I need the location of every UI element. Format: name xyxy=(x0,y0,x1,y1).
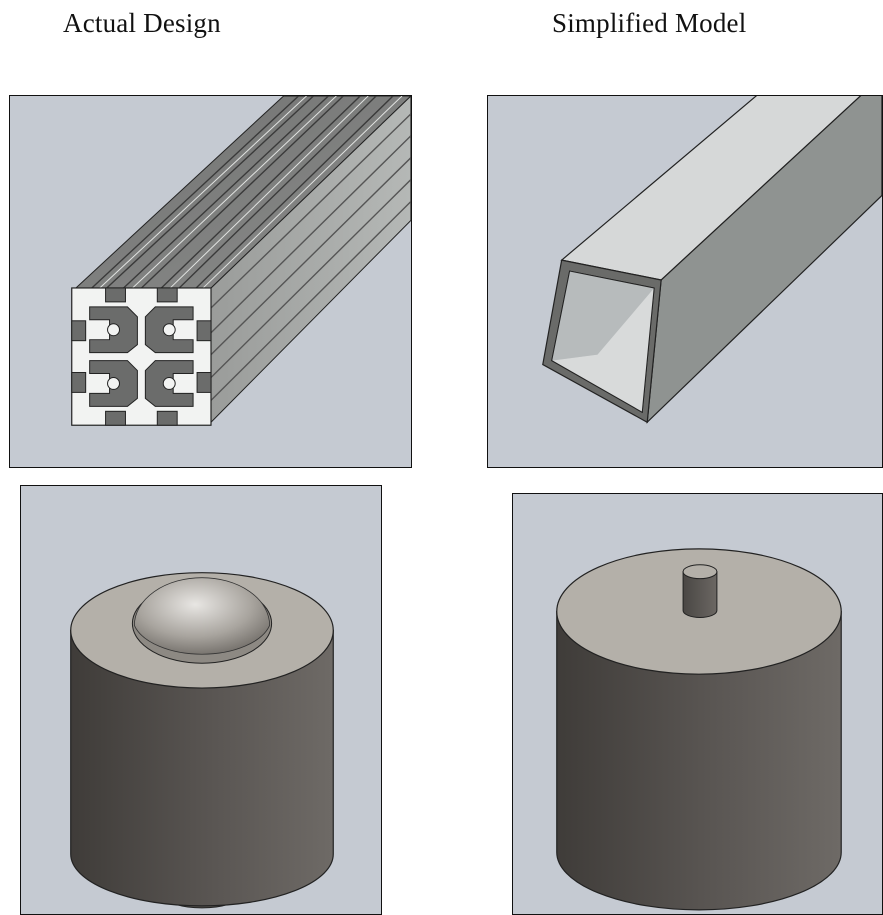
actual-ball-transfer-panel xyxy=(20,485,382,915)
t-slot-extrusion-icon xyxy=(71,96,411,426)
actual-extrusion-panel xyxy=(9,95,412,468)
simplified-ball-transfer-panel xyxy=(512,493,883,915)
ball-transfer-unit-icon xyxy=(70,572,334,909)
simplified-model-heading: Simplified Model xyxy=(552,8,747,38)
simplified-extrusion-panel xyxy=(487,95,883,468)
actual-design-heading: Actual Design xyxy=(63,8,221,38)
cylinder-with-pin-icon xyxy=(556,548,842,911)
square-tube-icon xyxy=(542,96,882,424)
